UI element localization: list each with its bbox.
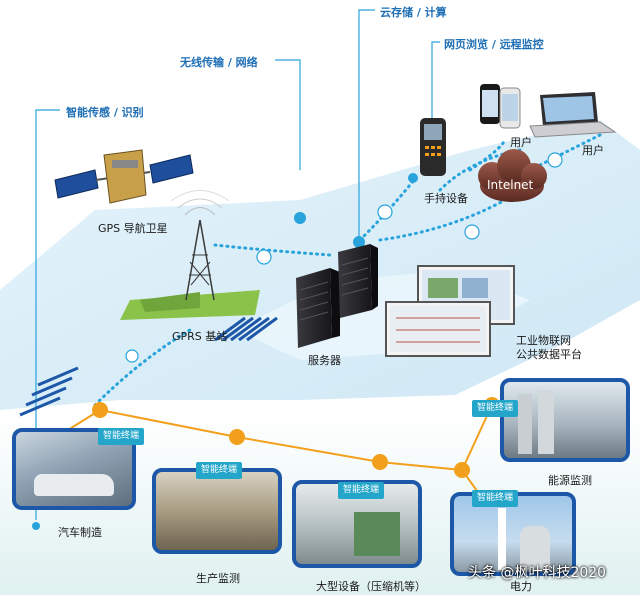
photo-energy-monitoring — [500, 378, 630, 462]
handheld-label: 手持设备 — [424, 192, 468, 205]
user-label-phone: 用户 — [510, 136, 532, 149]
internet-label: Intelnet — [487, 178, 534, 192]
smartphone-icons — [480, 84, 521, 129]
app-label-auto: 汽车制造 — [58, 526, 102, 539]
category-label-sensing: 智能传感 / 识别 — [66, 106, 144, 119]
internet-cloud-icon — [478, 149, 547, 202]
terminal-badge-power: 智能终端 — [472, 490, 518, 507]
category-label-web: 网页浏览 / 远程监控 — [444, 38, 544, 51]
laptop-icon — [529, 92, 617, 138]
terminal-badge-equipment: 智能终端 — [338, 482, 384, 499]
ground-stripes — [19, 316, 278, 417]
terminal-badge-production: 智能终端 — [196, 462, 242, 479]
photo-auto-manufacturing — [12, 428, 136, 510]
satellite-icon — [54, 149, 194, 204]
app-label-power: 电力 — [510, 580, 532, 593]
gps-satellite-label: GPS 导航卫星 — [98, 222, 168, 235]
app-label-energy: 能源监测 — [548, 474, 592, 487]
handheld-device-icon — [420, 118, 446, 176]
terminal-badge-auto: 智能终端 — [98, 428, 144, 445]
platform-label-line2: 公共数据平台 — [516, 348, 582, 361]
server-label: 服务器 — [308, 354, 341, 367]
server-icon — [296, 244, 378, 348]
tower-icon — [120, 190, 260, 320]
app-label-equipment: 大型设备（压缩机等） — [316, 580, 426, 593]
category-label-cloud: 云存储 / 计算 — [380, 6, 447, 19]
photo-power — [450, 492, 576, 576]
watermark: 头条 @枫叶科技2020 — [468, 565, 607, 581]
app-label-production: 生产监测 — [196, 572, 240, 585]
user-label-laptop: 用户 — [582, 144, 604, 157]
category-label-wireless: 无线传输 / 网络 — [180, 56, 258, 69]
photo-production-monitoring — [152, 468, 282, 554]
terminal-badge-energy: 智能终端 — [472, 400, 518, 417]
platform-label-line1: 工业物联网 — [516, 334, 571, 347]
monitor-icons — [385, 265, 515, 357]
gprs-station-label: GPRS 基站 — [172, 330, 228, 343]
